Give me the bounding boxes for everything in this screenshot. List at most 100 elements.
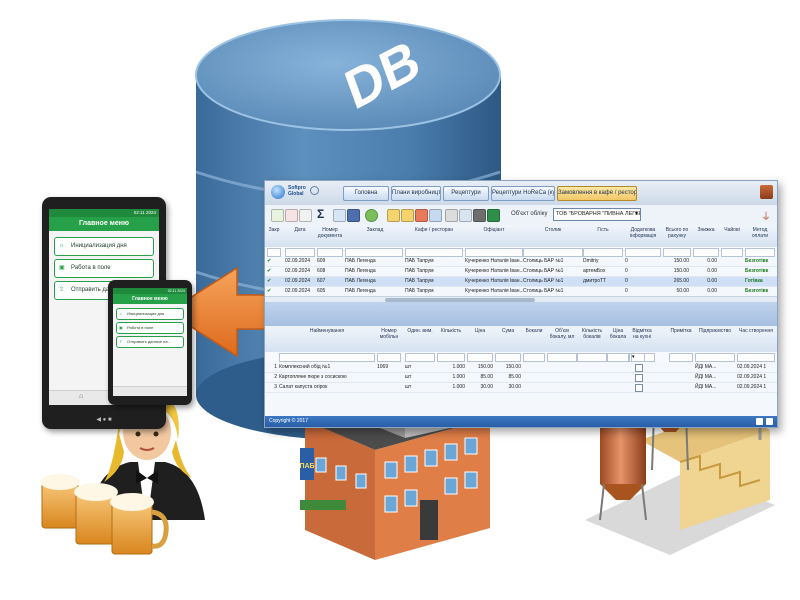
cell-name: Салат капуста огірок <box>279 384 328 390</box>
facebook-icon[interactable] <box>756 418 763 425</box>
cell-info: 0 <box>625 288 628 294</box>
link-icon[interactable] <box>429 209 442 222</box>
cell-n: 1 <box>274 364 277 370</box>
app-window: Softpro Global Головна Плани виробництва… <box>264 180 778 428</box>
phone-small: 02:11 2024 Главное меню ☼ Инициализация … <box>108 280 192 405</box>
cell-waiter: Кучеренко Наталія Іван... <box>465 278 523 284</box>
cell-number: 605 <box>317 288 326 294</box>
cell-cafe: ПАБ Тапрум <box>405 258 434 264</box>
cell-n: 3 <box>274 384 277 390</box>
cell-place: ПАБ Легенда <box>345 268 376 274</box>
cell-cafe: ПАБ Тапрум <box>405 278 434 284</box>
items-filter-row: ▾ <box>265 352 777 362</box>
object-select[interactable]: ТОВ "БРОВАРНЯ "ПИВНА ЛЕГЕНДА" <box>553 208 641 221</box>
copy-icon[interactable] <box>445 209 458 222</box>
filter-icon[interactable]: ⏚ <box>761 212 771 223</box>
cell-place: ПАБ Легенда <box>345 278 376 284</box>
folder-icon[interactable] <box>387 209 400 222</box>
kitchen-checkbox[interactable] <box>635 384 643 392</box>
menu-horeca-recipes[interactable]: Рецептури HoReCa (кухня) <box>491 186 555 201</box>
cell-number: 609 <box>317 258 326 264</box>
menu-home[interactable]: Головна <box>343 186 389 201</box>
menu-cafe-orders[interactable]: Замовлення в кафе / ресторані <box>557 186 637 201</box>
chevron-down-icon[interactable]: ▾ <box>631 353 645 362</box>
cell-org: ЙДІ МА... <box>695 364 717 370</box>
document-icon[interactable] <box>459 209 472 222</box>
cell-pay: Готівка <box>745 278 763 284</box>
cell-n: 2 <box>274 374 277 380</box>
search-icon[interactable] <box>310 186 319 195</box>
cell-unit: шт <box>405 374 412 380</box>
horizontal-scrollbar[interactable] <box>265 296 777 303</box>
cell-qty: 1.000 <box>452 384 465 390</box>
cell-place: ПАБ Легенда <box>345 258 376 264</box>
cell-date: 02.09.2024 <box>285 278 311 284</box>
cell-number: 608 <box>317 268 326 274</box>
edit-icon[interactable] <box>285 209 298 222</box>
sum-icon[interactable]: Σ <box>317 207 325 221</box>
menu-item-send-data[interactable]: ⇪ Отправить данные на... <box>116 336 184 348</box>
cell-table: Столиць БАР №1 <box>523 268 564 274</box>
print-preview-icon[interactable] <box>347 209 360 222</box>
cell-discount: 0.00 <box>707 258 717 264</box>
printer-icon[interactable] <box>473 209 486 222</box>
menu-item-field-work[interactable]: ▣ Работа в поле <box>116 322 184 334</box>
phone-nav-buttons: ◀ ● ■ <box>96 417 112 423</box>
cell-guest: Dmitriy <box>583 258 599 264</box>
share-icon[interactable] <box>766 418 773 425</box>
excel-export-icon[interactable] <box>487 209 500 222</box>
cell-total: 50.00 <box>676 288 689 294</box>
table-icon[interactable] <box>333 209 346 222</box>
note-icon[interactable] <box>401 209 414 222</box>
menu-production-plans[interactable]: Плани виробництва <box>391 186 441 201</box>
delete-icon[interactable] <box>299 209 312 222</box>
cell-mobile: 1069 <box>377 364 389 370</box>
details-panel-splitter <box>265 302 777 326</box>
phone-small-screen: 02:11 2024 Главное меню ☼ Инициализация … <box>113 288 187 396</box>
cell-closed: ✔ <box>267 258 272 264</box>
kitchen-checkbox[interactable] <box>635 374 643 382</box>
cell-closed: ✔ <box>267 288 272 294</box>
table-row[interactable]: ✔ 02.09.2024 607 ПАБ Легенда ПАБ Тапрум Кучер… <box>265 277 777 287</box>
add-icon[interactable] <box>271 209 284 222</box>
kitchen-checkbox[interactable] <box>635 364 643 372</box>
object-label: Об'єкт обліку <box>511 211 548 217</box>
exit-icon[interactable] <box>760 185 773 199</box>
menu-item-init-day[interactable]: ☼ Инициализация дня <box>116 308 184 320</box>
globe-icon <box>271 185 285 199</box>
phone-small-bottom-nav <box>113 386 187 396</box>
menu-item-init-day[interactable]: ☼ Инициализация дня <box>54 237 154 256</box>
home-icon[interactable]: ⌂ <box>79 393 84 400</box>
menu-item-field-work[interactable]: ▣ Работа в поле <box>54 259 154 278</box>
cell-number: 607 <box>317 278 326 284</box>
menu-recipes[interactable]: Рецептури <box>443 186 489 201</box>
cell-total: 265.00 <box>673 278 689 284</box>
order-items-grid-header: Найменування Номер мобільн Один. вим. Кі… <box>265 326 777 353</box>
cell-closed: ✔ <box>267 268 272 274</box>
app-footer: Copyright © 2017 <box>265 416 777 427</box>
cell-cafe: ПАБ Тапрум <box>405 268 434 274</box>
cell-info: 0 <box>625 268 628 274</box>
table-row[interactable]: ✔ 02.09.2024 609 ПАБ Легенда ПАБ Тапрум Кучер… <box>265 257 777 267</box>
cell-closed: ✔ <box>267 278 272 284</box>
cell-table: Столиць БАР №1 <box>523 288 564 294</box>
cell-sum: 85.00 <box>508 374 521 380</box>
cell-table: Столиць БАР №1 <box>523 258 564 264</box>
cell-name: Картопляне пюре з сосискою <box>279 374 347 380</box>
tags-icon[interactable] <box>415 209 428 222</box>
cell-discount: 0.00 <box>707 268 717 274</box>
filter-row <box>265 247 777 257</box>
sun-icon: ☼ <box>59 243 65 249</box>
cell-sum: 30.00 <box>508 384 521 390</box>
cell-price: 85.00 <box>480 374 493 380</box>
cell-date: 02.09.2024 <box>285 258 311 264</box>
cell-waiter: Кучеренко Наталія Іван... <box>465 258 523 264</box>
briefcase-icon: ▣ <box>119 325 123 330</box>
refresh-icon[interactable] <box>365 209 378 222</box>
cell-total: 150.00 <box>673 268 689 274</box>
cell-date: 02.09.2024 <box>285 288 311 294</box>
